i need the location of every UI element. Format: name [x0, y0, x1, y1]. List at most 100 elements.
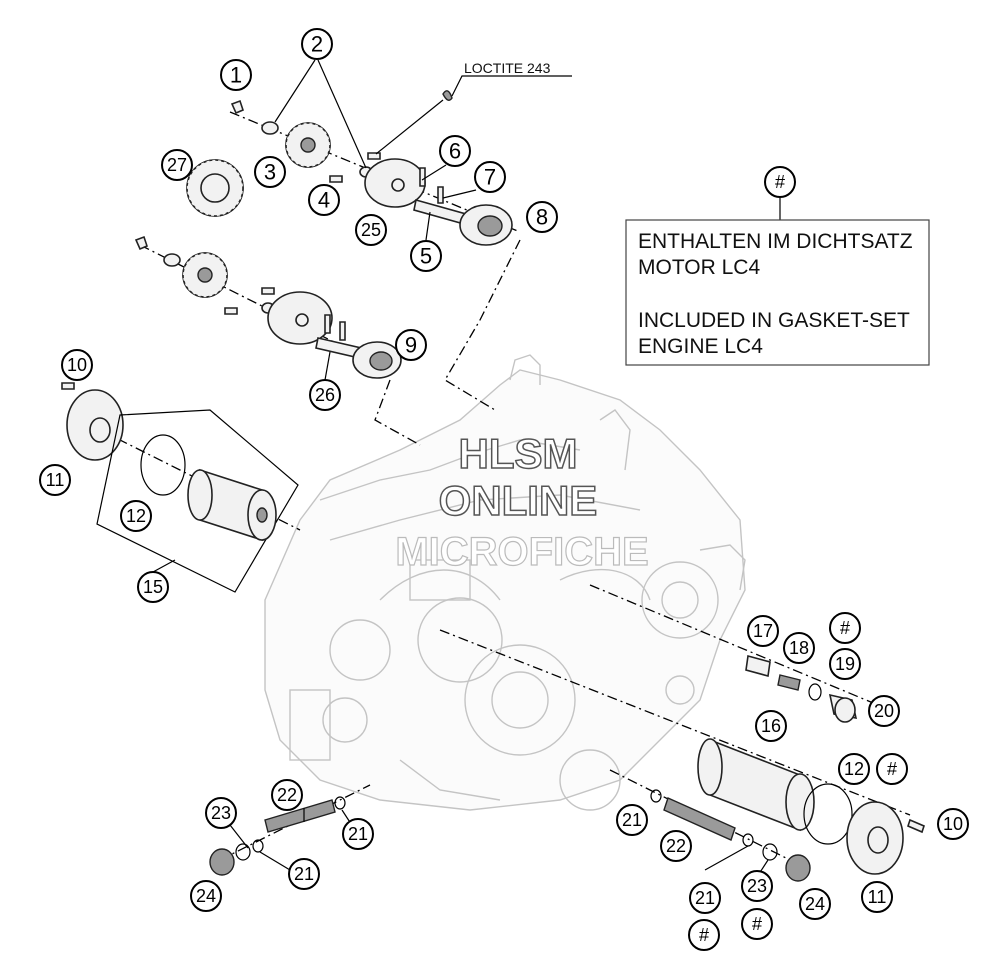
callout-9: 9 — [395, 329, 427, 361]
circlip — [230, 99, 244, 115]
pin — [437, 186, 444, 204]
callout-16: 16 — [755, 710, 787, 742]
seal-ring — [235, 843, 251, 861]
spring — [777, 674, 801, 691]
screw — [224, 307, 238, 315]
svg-text:3: 3 — [264, 160, 276, 185]
callout-24-right: 24 — [799, 888, 831, 920]
callout-27: 27 — [161, 149, 193, 181]
o-ring — [650, 789, 662, 803]
callout-19: 19 — [829, 648, 861, 680]
svg-text:21: 21 — [695, 888, 715, 908]
screen — [663, 797, 736, 841]
callout-3: 3 — [254, 156, 286, 188]
lower-oil-pump-group — [134, 235, 402, 379]
loctite-drop-icon — [442, 90, 453, 101]
svg-text:24: 24 — [805, 894, 825, 914]
svg-text:2: 2 — [311, 32, 323, 57]
callout-21-left: 21 — [288, 858, 320, 890]
oil-filter-right — [697, 738, 815, 832]
svg-text:21: 21 — [294, 864, 314, 884]
screw — [367, 152, 381, 160]
left-bottom-parts — [209, 796, 346, 876]
svg-text:27: 27 — [167, 155, 187, 175]
callout-22-left: 22 — [271, 779, 303, 811]
callout-18: 18 — [783, 632, 815, 664]
svg-text:11: 11 — [46, 470, 65, 490]
callout-2: 2 — [301, 28, 333, 60]
o-ring — [742, 833, 754, 847]
callout-5: 5 — [410, 240, 442, 272]
svg-text:10: 10 — [943, 814, 963, 834]
pin — [419, 167, 426, 187]
svg-text:21: 21 — [622, 810, 642, 830]
callout-26: 26 — [309, 379, 341, 411]
svg-text:19: 19 — [835, 654, 855, 674]
callout-11-right: 11 — [861, 881, 893, 913]
note-line-2: MOTOR LC4 — [638, 256, 760, 279]
callout-10: 10 — [61, 349, 93, 381]
callout-17: 17 — [747, 615, 779, 647]
o-ring — [252, 839, 264, 853]
svg-text:11: 11 — [868, 887, 887, 907]
callout-15: 15 — [137, 571, 169, 603]
gear — [285, 122, 331, 168]
svg-text:22: 22 — [666, 836, 686, 856]
o-ring — [140, 434, 186, 496]
callout-note-gasket-set: # — [764, 166, 796, 198]
svg-text:26: 26 — [315, 385, 335, 405]
screw — [329, 175, 343, 183]
callout-12-right: 12 — [838, 753, 870, 785]
callout-21-right: 21 — [689, 882, 721, 914]
svg-text:#: # — [840, 618, 850, 638]
callout-23-left: 23 — [205, 797, 237, 829]
callout-4: 4 — [308, 184, 340, 216]
svg-text:12: 12 — [126, 506, 146, 526]
svg-text:#: # — [887, 759, 897, 779]
svg-text:10: 10 — [67, 355, 87, 375]
filter-cover — [846, 801, 904, 875]
screw — [907, 818, 925, 834]
svg-text:5: 5 — [420, 244, 432, 269]
watermark-line-3: MICROFICHE — [395, 530, 648, 574]
callout-11: 11 — [39, 464, 71, 496]
callout-20: 20 — [868, 695, 900, 727]
o-ring — [334, 796, 346, 810]
callout-gasket-12: # — [876, 753, 908, 785]
plug-screw — [209, 848, 235, 876]
callout-gasket-19: # — [829, 612, 861, 644]
svg-text:7: 7 — [484, 165, 496, 190]
gasket-set-note: ENTHALTEN IM DICHTSATZ MOTOR LC4 INCLUDE… — [625, 219, 930, 366]
callout-6: 6 — [439, 135, 471, 167]
svg-text:8: 8 — [536, 205, 548, 230]
callout-12: 12 — [120, 500, 152, 532]
callout-24-left: 24 — [190, 880, 222, 912]
svg-text:12: 12 — [844, 759, 864, 779]
pump-rotor — [459, 204, 513, 246]
pump-rotor — [352, 341, 402, 379]
screw — [61, 382, 75, 390]
engine-crankcase — [264, 354, 746, 811]
watermark-line-2: ONLINE — [439, 477, 598, 524]
svg-text:24: 24 — [196, 886, 216, 906]
svg-text:1: 1 — [230, 63, 242, 88]
svg-text:18: 18 — [789, 638, 809, 658]
note-line-1: ENTHALTEN IM DICHTSATZ — [638, 230, 913, 253]
svg-text:9: 9 — [405, 333, 417, 358]
leader-lines — [152, 59, 781, 881]
svg-text:23: 23 — [211, 803, 231, 823]
note-line-3: INCLUDED IN GASKET-SET — [638, 309, 910, 332]
right-side-parts — [650, 654, 925, 882]
svg-text:6: 6 — [449, 139, 461, 164]
callout-1: 1 — [220, 59, 252, 91]
upper-oil-pump-group — [186, 75, 572, 246]
svg-text:23: 23 — [747, 876, 767, 896]
filter-cover — [66, 389, 124, 461]
svg-text:20: 20 — [874, 701, 894, 721]
watermark-line-1: HLSM — [459, 430, 578, 477]
note-line-4: ENGINE LC4 — [638, 335, 763, 358]
callout-8: 8 — [526, 201, 558, 233]
screen — [264, 799, 336, 833]
oil-filter — [187, 468, 277, 542]
